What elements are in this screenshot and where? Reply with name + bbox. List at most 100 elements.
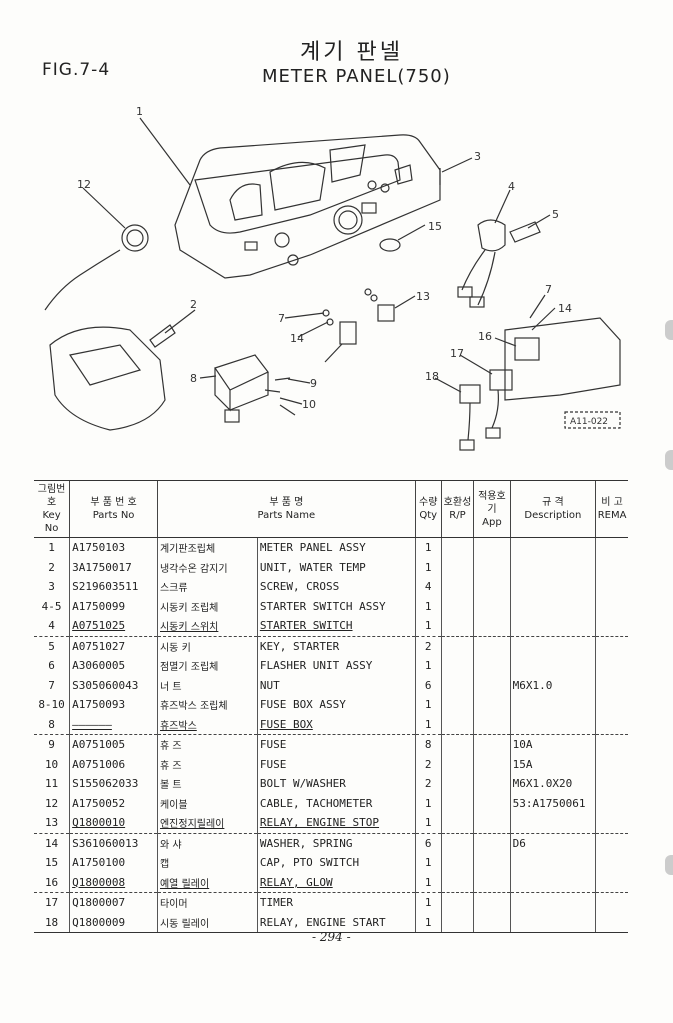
callout-10: 10 [302,398,316,411]
cell-rp [440,813,474,834]
cell-app [473,675,511,695]
cell-qty: 1 [414,793,442,813]
cell-key-no: 17 [44,896,59,910]
cell-qty: 1 [414,616,442,637]
cell-key-no: 9 [48,738,55,752]
cell-rp [440,853,474,873]
cell-parts-no: A0751006 [69,754,158,774]
callout-7b: 7 [278,312,285,325]
binding-hole [665,320,673,340]
title-korean: 계기 판넬 [300,40,403,65]
cell-parts-name: FUSE [256,754,416,774]
cell-remarks [595,596,628,616]
cell-qty: 4 [414,577,442,597]
callout-3: 3 [474,150,481,163]
cell-description [509,577,596,597]
cell-rp [440,537,474,558]
cell-app [473,793,511,813]
cell-rp [440,892,474,913]
cell-qty: 1 [414,892,442,913]
cell-key-no: 18 [34,912,70,933]
cell-key-no: 11 [44,777,59,791]
cell-parts-name: FLASHER UNIT ASSY [256,656,416,676]
cell-remarks [595,656,628,676]
callout-14a: 14 [290,332,304,345]
cell-parts-no: A1750100 [69,853,158,873]
cell-key-no: 4-5 [41,599,62,613]
cell-description [509,695,596,715]
cell-parts-name: CAP, PTO SWITCH [256,853,416,873]
title-english: METER PANEL(750) [262,66,451,87]
cell-name-korean: 휴 즈 [156,734,258,755]
cell-remarks [595,774,628,794]
cell-description [509,912,596,933]
cell-name-korean: 시동키 조립체 [156,596,258,616]
cell-app [473,853,511,873]
cell-rp [440,754,474,774]
figure-number: FIG.7-4 [42,60,111,80]
cell-name-korean: 와 샤 [156,833,258,853]
cell-app [473,537,511,558]
cell-parts-name: STARTER SWITCH [256,616,416,637]
cell-parts-no: S219603511 [69,577,158,597]
cell-key-no: 2 [48,560,55,574]
cell-remarks [595,853,628,873]
cell-app [473,912,511,933]
cell-key-no: 7 [48,678,55,692]
cell-app [473,577,511,597]
cell-key-no: 10 [44,757,59,771]
cell-remarks [595,616,628,637]
callout-1: 1 [136,105,143,118]
cell-parts-no: A1750099 [69,596,158,616]
cell-description [509,872,596,893]
cell-qty: 1 [414,872,442,893]
cell-name-korean: 너 트 [156,675,258,695]
cell-remarks [595,537,628,558]
cell-parts-name: RELAY, ENGINE START [256,912,416,933]
cell-rp [440,833,474,853]
cell-rp [440,774,474,794]
cell-name-korean: 케이블 [156,793,258,813]
cell-name-korean: 스크류 [156,577,258,597]
cell-parts-name: METER PANEL ASSY [256,537,416,558]
cell-parts-name: WASHER, SPRING [256,833,416,853]
cell-name-korean: 휴즈박스 [156,714,258,735]
cell-qty: 2 [414,754,442,774]
cell-description [509,853,596,873]
cell-key-no: 6 [48,659,55,673]
cell-description: 10A [509,734,596,755]
callout-4: 4 [508,180,515,193]
cell-qty: 8 [414,734,442,755]
cell-parts-no: S155062033 [69,774,158,794]
cell-qty: 2 [414,774,442,794]
cell-parts-no: Q1800008 [69,872,158,893]
cell-app [473,695,511,715]
cell-qty: 6 [414,675,442,695]
cell-qty: 1 [414,695,442,715]
cell-rp [440,695,474,715]
cell-parts-no: S305060043 [69,675,158,695]
cell-qty: 1 [414,537,442,558]
cell-key-no: 4 [34,616,70,637]
cell-name-korean: 예열 릴레이 [156,872,258,893]
cell-app [473,656,511,676]
cell-remarks [595,714,628,735]
cell-remarks [595,912,628,933]
callout-15: 15 [428,220,442,233]
cell-remarks [595,813,628,834]
callout-13: 13 [416,290,430,303]
cell-parts-no: —————— [69,714,158,735]
